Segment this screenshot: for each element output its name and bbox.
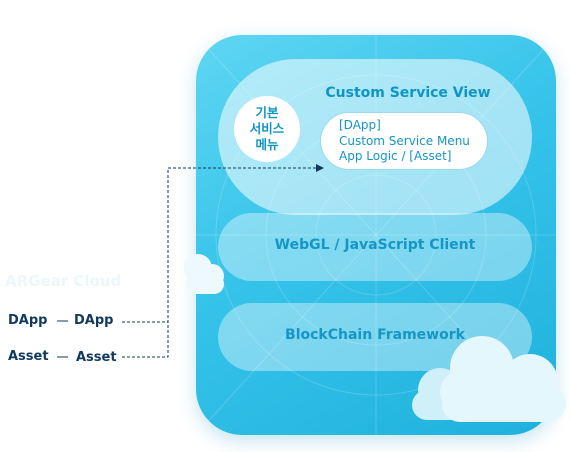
small-cloud-icon xyxy=(184,254,224,294)
webgl-client-title: WebGL / JavaScript Client xyxy=(274,237,476,253)
custom-service-view-title: Custom Service View xyxy=(325,85,491,101)
dapp-line-2: Custom Service Menu xyxy=(339,133,470,148)
dapp-connector xyxy=(122,167,316,323)
basic-service-menu-label: 기본 서비스 메뉴 xyxy=(249,105,285,152)
blockchain-framework-title: BlockChain Framework xyxy=(285,327,465,343)
argear-cloud-label: ARGear Cloud xyxy=(5,272,122,290)
webgl-client-layer: WebGL / JavaScript Client xyxy=(218,213,532,281)
asset-source-label: Asset xyxy=(8,349,49,364)
dapp-line-3: App Logic / [Asset] xyxy=(339,149,452,163)
large-cloud-icon xyxy=(412,336,566,422)
dapp-service-box: [DApp] Custom Service Menu App Logic / [… xyxy=(320,112,488,170)
asset-target-label: Asset xyxy=(76,350,117,365)
asset-connector xyxy=(122,322,169,358)
dapp-target-label: DApp xyxy=(74,313,114,328)
basic-service-menu-node: 기본 서비스 메뉴 xyxy=(234,96,300,162)
dapp-line-1: [DApp] xyxy=(339,118,381,132)
dapp-source-label: DApp xyxy=(8,313,48,328)
platform-tile: Custom Service View 기본 서비스 메뉴 [DApp] Cus… xyxy=(196,35,556,435)
connector-arrowhead xyxy=(316,164,324,172)
